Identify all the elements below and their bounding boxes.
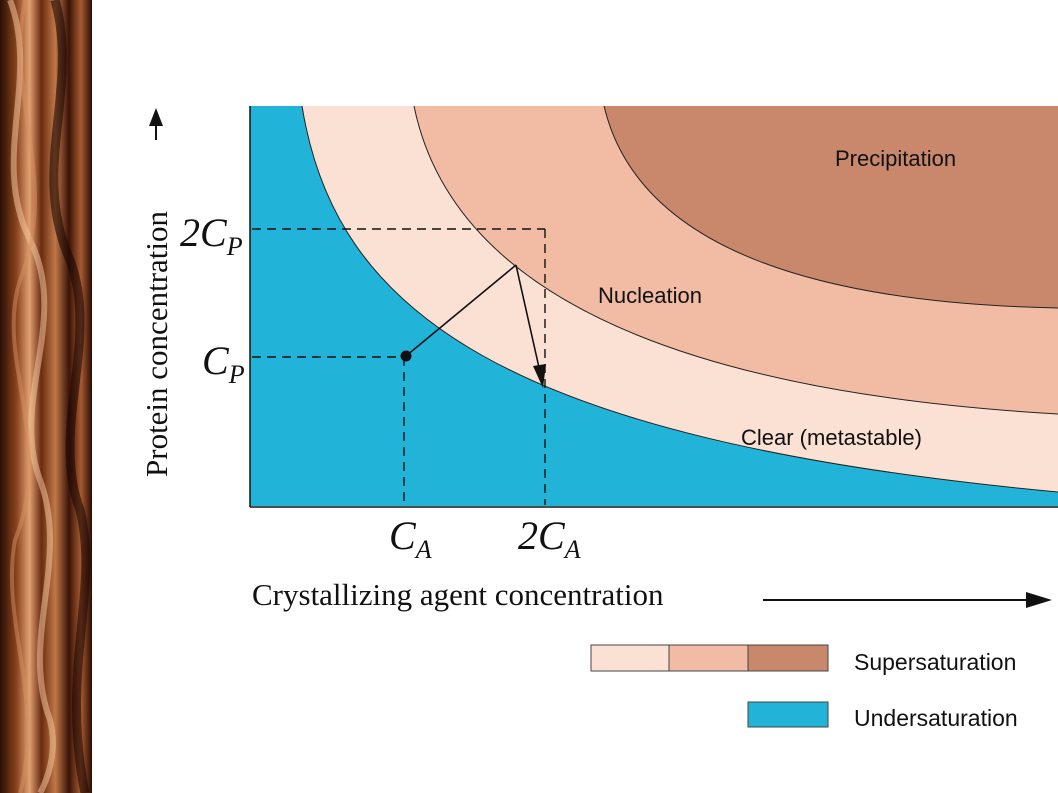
region-undersaturation [250,106,1058,506]
region-precipitation [604,106,1058,308]
legend-label-supersaturation: Supersaturation [854,649,1016,675]
x-axis-arrow-head [1026,592,1052,608]
label-clear-metastable: Clear (metastable) [741,425,922,450]
legend-swatch-clear [590,644,670,672]
y-axis-arrow-head [149,108,163,126]
trajectory-down-line [515,264,541,373]
solubility-curve [301,105,1058,493]
trajectory-up-line [405,264,517,357]
start-point [400,350,412,362]
region-boundaries [301,105,1058,493]
decorative-sidebar [0,0,92,793]
plot-regions [250,106,1058,506]
legend-swatch-precipitation [747,644,829,672]
nucleation-boundary [413,105,1058,415]
legend: Supersaturation Undersaturation [590,644,1018,731]
y-tick-cp: CP [202,338,245,389]
legend-label-undersaturation: Undersaturation [854,705,1018,731]
legend-swatch-undersaturation [747,701,829,728]
y-tick-2cp: 2CP [180,210,243,261]
precipitation-boundary [603,105,1058,309]
x-tick-2ca: 2CA [518,513,581,564]
legend-swatch-nucleation [668,644,749,672]
label-precipitation: Precipitation [835,146,956,171]
label-nucleation: Nucleation [598,283,702,308]
y-axis-title: Protein concentration [139,211,174,477]
trajectory-arrowhead [533,364,546,388]
x-tick-ca: CA [389,513,432,564]
x-axis-title: Crystallizing agent concentration [252,577,664,612]
trajectory [405,264,541,373]
axes [249,106,1058,508]
